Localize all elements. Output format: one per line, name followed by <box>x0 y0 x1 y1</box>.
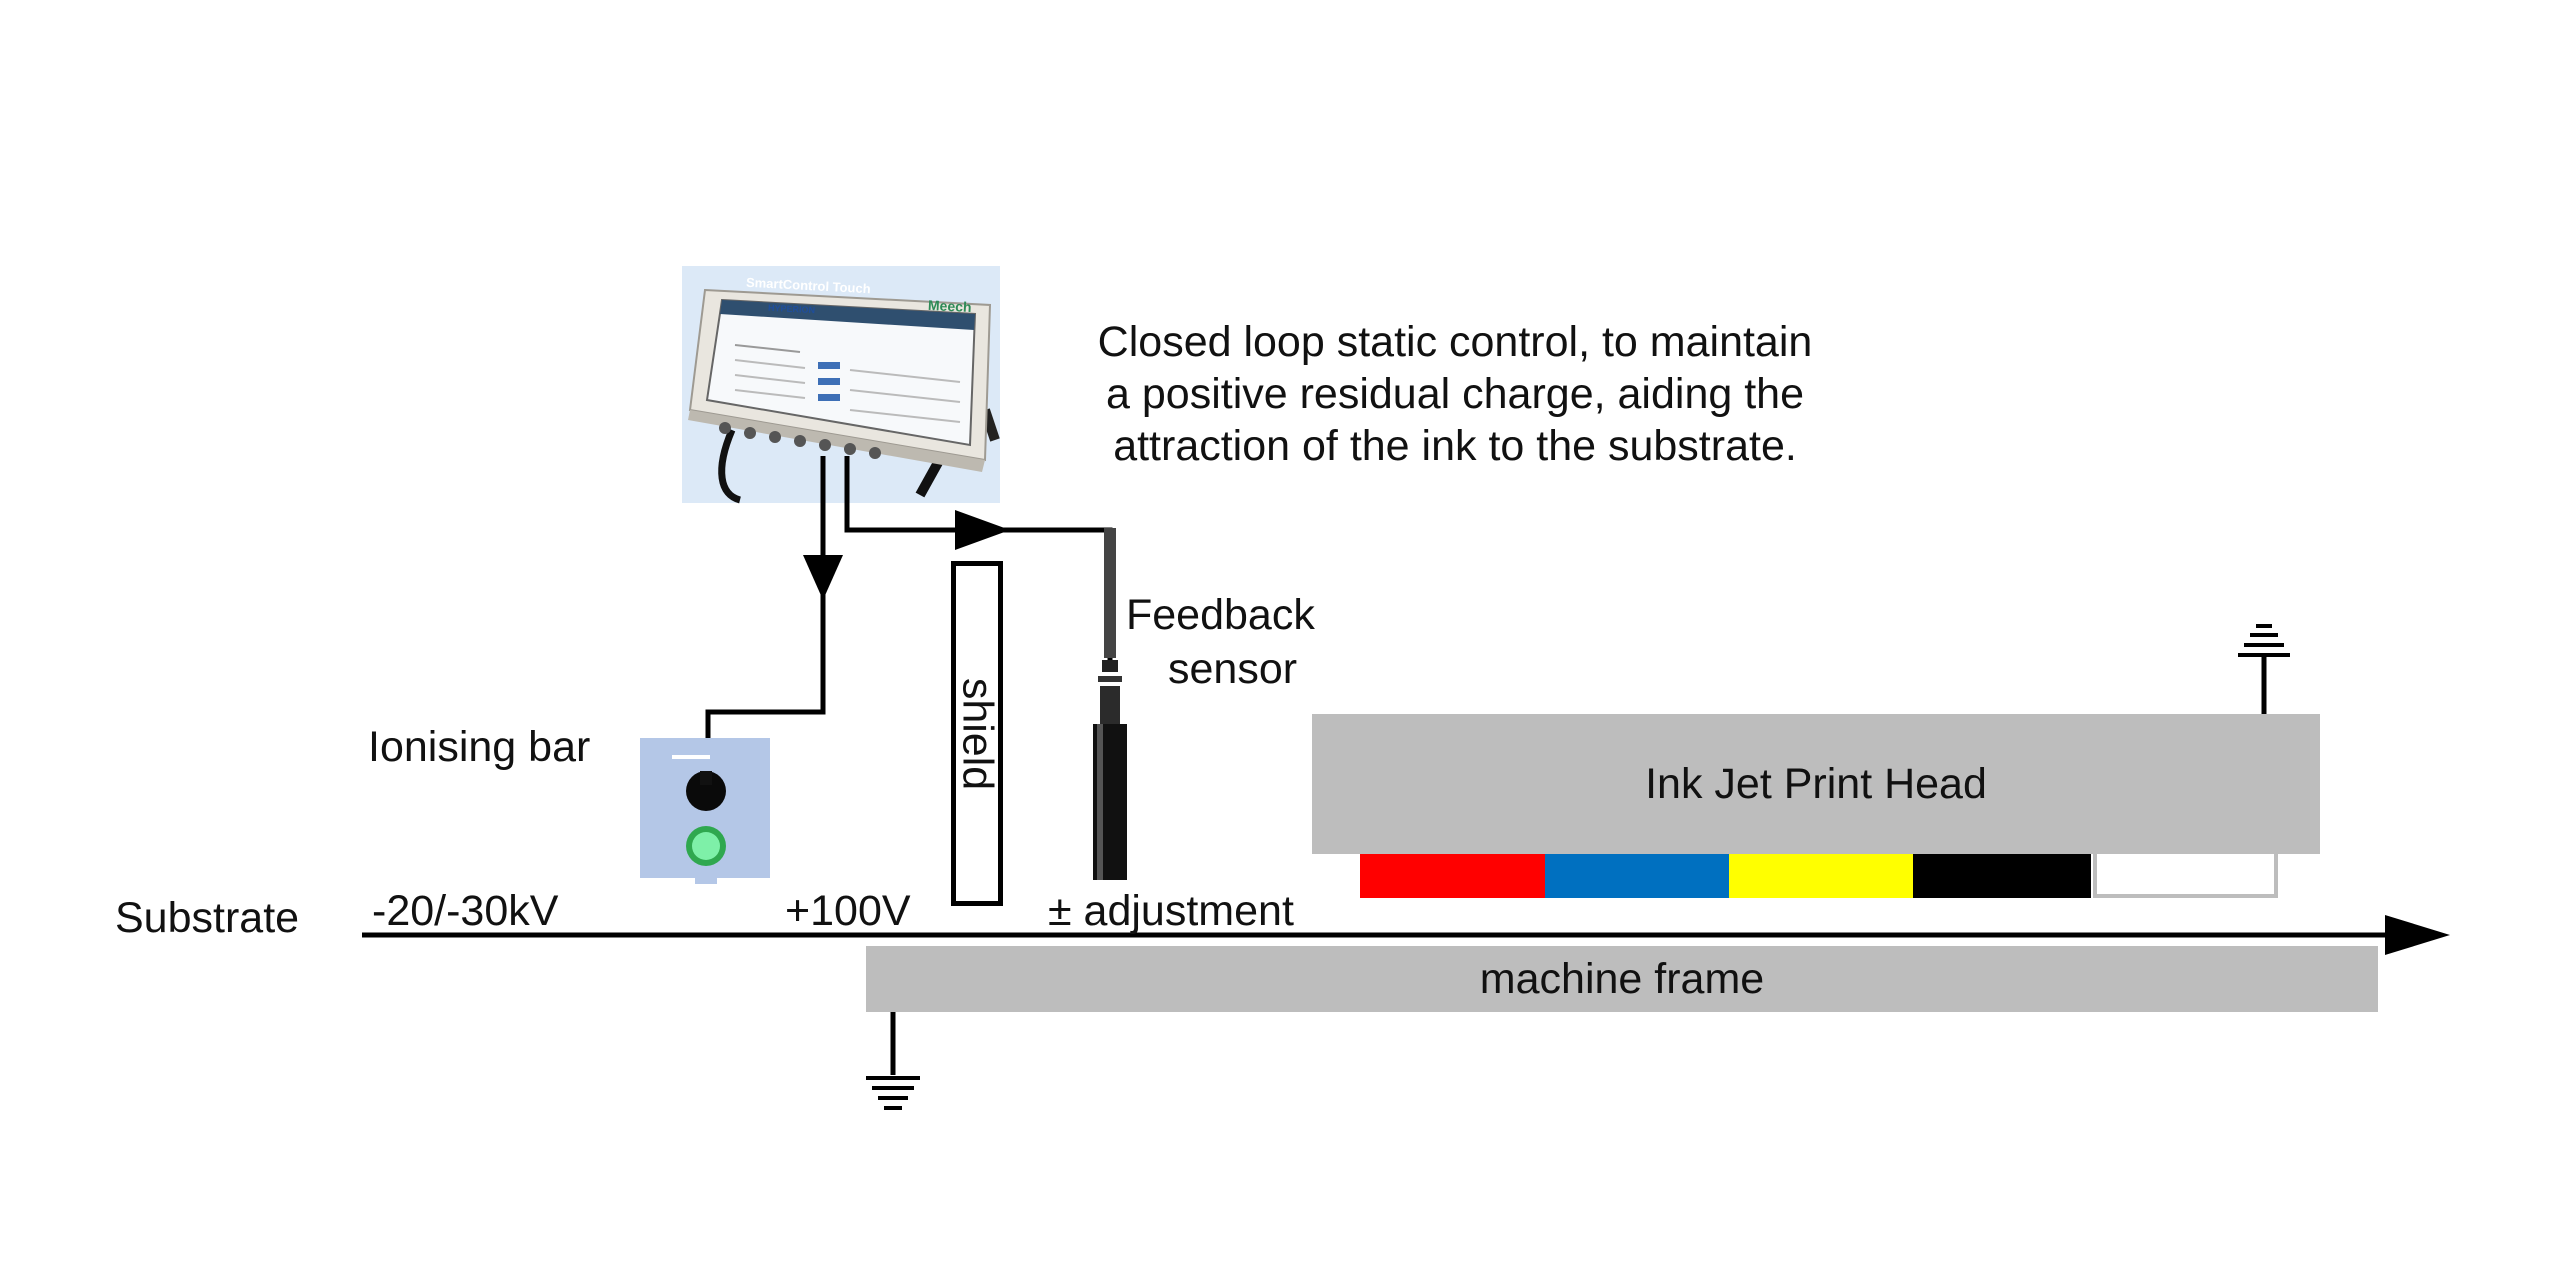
shield-label: shield <box>953 677 1002 790</box>
caption-line: attraction of the ink to the substrate. <box>1113 422 1797 470</box>
positive-voltage-label: +100V <box>785 887 911 935</box>
caption-line: Closed loop static control, to maintain <box>1097 318 1813 366</box>
ionising-bar <box>640 738 770 884</box>
ink-strip-black <box>1913 854 2091 898</box>
shield: shield <box>951 561 1003 906</box>
substrate-arrow <box>362 915 2450 955</box>
ink-jet-print-head: Ink Jet Print Head <box>1312 714 2320 854</box>
ink-strip-blue <box>1545 854 1729 898</box>
machine-frame-label: machine frame <box>1479 954 1765 1003</box>
controller-brand: Meech <box>927 296 972 316</box>
ink-strip-red <box>1360 854 1545 898</box>
caption: Closed loop static control, to maintain … <box>1015 316 1895 472</box>
feedback-sensor-label-2: sensor <box>1168 645 1298 693</box>
caption-line: a positive residual charge, aiding the <box>1106 370 1804 418</box>
output-wire <box>705 456 843 770</box>
feedback-sensor-label-1: Feedback <box>1126 591 1315 639</box>
ink-strip-white <box>2093 854 2278 898</box>
ionising-bar-label: Ionising bar <box>368 723 591 771</box>
adjustment-label: ± adjustment <box>1048 887 1294 935</box>
ink-strip-yellow <box>1729 854 1913 898</box>
machine-frame: machine frame <box>866 946 2378 1012</box>
print-head-label: Ink Jet Print Head <box>1645 759 1987 808</box>
negative-voltage-label: -20/-30kV <box>372 887 559 935</box>
substrate-label: Substrate <box>115 894 300 942</box>
feedback-sensor <box>1093 528 1127 880</box>
smartcontrol-touch-device <box>682 266 1000 504</box>
